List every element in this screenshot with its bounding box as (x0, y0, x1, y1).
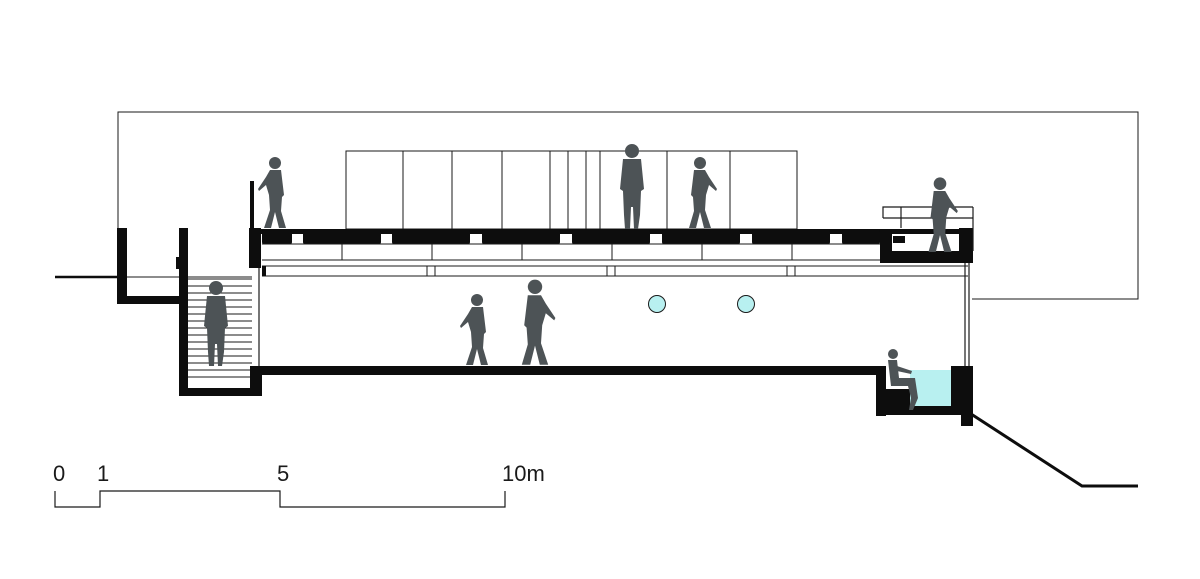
scale-label-5: 5 (277, 461, 289, 486)
person-figure-hall-left (460, 294, 488, 365)
person-figure-roof-left (258, 157, 286, 228)
round-window-left (648, 295, 666, 313)
person-figure-hall-right (521, 279, 556, 365)
scale-label-10m: 10m (502, 461, 545, 486)
water-basin (876, 366, 973, 426)
person-figure-terrace (928, 177, 958, 252)
scale-bar: 0 1 5 10m (53, 461, 545, 508)
scale-label-1: 1 (97, 461, 109, 486)
person-figure-roof-center (620, 144, 644, 229)
round-window-right (737, 295, 755, 313)
roof-slab (250, 229, 970, 277)
hall-right-wall (964, 263, 970, 368)
right-roof-terrace (880, 228, 973, 263)
left-parapet (249, 181, 261, 268)
background-building-outline (117, 111, 1139, 300)
floor-slab (250, 366, 878, 375)
person-figure-roof-right (689, 157, 717, 228)
right-ground-slope (967, 410, 1138, 488)
person-figure-seated (888, 349, 918, 410)
left-retaining-wall (117, 228, 187, 304)
floor-slab-step (250, 366, 262, 396)
upper-glazing (345, 150, 798, 230)
person-figure-stair (204, 281, 228, 366)
scale-label-0: 0 (53, 461, 65, 486)
